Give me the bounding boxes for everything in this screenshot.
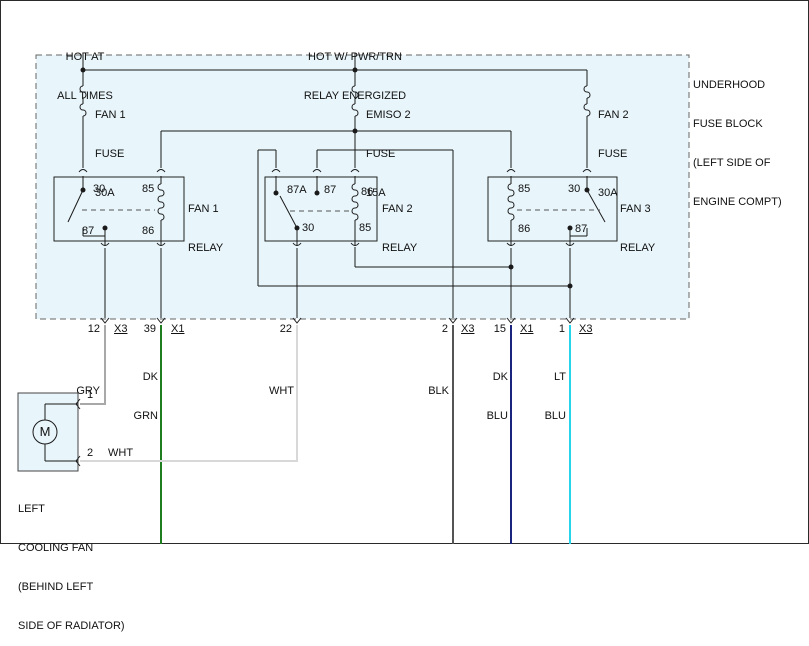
wire-label-line: DK [492, 371, 508, 383]
wire-label-dk-grn: DK GRN [118, 345, 158, 436]
connector-pin: 22 [279, 323, 292, 335]
motor-symbol: M [39, 424, 51, 439]
junction-dots [80, 67, 590, 289]
source-label-line: HOT W/ PWR/TRN [308, 51, 402, 63]
circuit-lines [67, 53, 606, 324]
fuse-name: EMISO 2 [366, 109, 411, 121]
connector-id: X1 [171, 323, 185, 335]
source-hot-relay-energized: HOT W/ PWR/TRN RELAY ENERGIZED [280, 25, 430, 116]
source-label-line: HOT AT [65, 51, 105, 63]
connector-pin: 12 [87, 323, 100, 335]
relay-name-line: FAN 2 [382, 203, 413, 215]
fan2-relay-box [264, 176, 378, 242]
wire-label-line: BLU [544, 410, 566, 422]
motor-name-line: (BEHIND LEFT [18, 581, 94, 593]
motor-name-line: LEFT [18, 503, 45, 515]
source-label-line: RELAY ENERGIZED [303, 90, 407, 102]
connector-pin: 1 [558, 323, 565, 335]
motor-name-line: SIDE OF RADIATOR) [18, 620, 125, 632]
harness-wires [80, 325, 571, 544]
fuse-rating: 30A [95, 187, 115, 199]
source-hot-at-all-times: HOT AT ALL TIMES [40, 25, 130, 116]
motor-name: LEFT COOLING FAN (BEHIND LEFT SIDE OF RA… [18, 477, 125, 646]
relay-name-line: FAN 1 [188, 203, 219, 215]
pin-label: 87A [287, 184, 307, 196]
wire-gry [80, 325, 106, 405]
wire-label-line: GRY [76, 385, 100, 397]
wire-label-line: BLU [486, 410, 508, 422]
fuse-rating: 30A [598, 187, 618, 199]
pin-label: 86 [518, 223, 531, 235]
fuse-block-label-line: (LEFT SIDE OF [693, 157, 771, 169]
pin-label: 85 [359, 222, 372, 234]
fuse-rating: 15A [366, 187, 386, 199]
wire-label-lt-blu: LT BLU [526, 345, 566, 436]
pin-label: 87 [575, 223, 588, 235]
connector-id: X3 [461, 323, 475, 335]
fuse-emiso2: EMISO 2 FUSE 15A [366, 83, 411, 213]
wire-label-blk: BLK [408, 359, 449, 411]
wire-label-gry: GRY [60, 359, 100, 411]
motor-pin-1: 1 [87, 389, 94, 401]
fuse-type: FUSE [95, 148, 125, 160]
pin-label: 87 [82, 225, 95, 237]
fuse-name: FAN 2 [598, 109, 629, 121]
wire-label-line: WHT [268, 385, 294, 397]
connector-pin: 2 [441, 323, 448, 335]
fuse-fan1: FAN 1 FUSE 30A [95, 83, 126, 213]
fuse-fan2: FAN 2 FUSE 30A [598, 83, 629, 213]
motor-pin-2: 2 [87, 447, 94, 459]
wire-label-wht: WHT [252, 359, 294, 411]
fuse-block-label-line: FUSE BLOCK [693, 118, 763, 130]
fuse-block-label-line: UNDERHOOD [693, 79, 766, 91]
connector-pin: 39 [143, 323, 156, 335]
source-label-line: ALL TIMES [57, 90, 113, 102]
fan1-relay-label: FAN 1 RELAY [188, 177, 223, 268]
pin-label: 30 [302, 222, 315, 234]
fuse-block-label: UNDERHOOD FUSE BLOCK (LEFT SIDE OF ENGIN… [693, 53, 782, 222]
wiring-diagram [17, 53, 690, 544]
fuse-type: FUSE [598, 148, 628, 160]
wire-label-line: GRN [133, 410, 158, 422]
connector-id: X3 [579, 323, 593, 335]
connector-id: X1 [520, 323, 534, 335]
wire-label-line: LT [553, 371, 566, 383]
wire-wht [80, 325, 298, 462]
fan2-relay-label: FAN 2 RELAY [382, 177, 417, 268]
relay-name-line: RELAY [382, 242, 418, 254]
motor-wire-label: WHT [108, 447, 134, 459]
pin-label: 85 [518, 183, 531, 195]
pin-label: 30 [568, 183, 581, 195]
fan3-relay-box [487, 176, 618, 242]
connector-pin: 15 [493, 323, 506, 335]
pin-label: 87 [324, 184, 337, 196]
connector-id: X3 [114, 323, 128, 335]
wire-label-dk-blu: DK BLU [468, 345, 508, 436]
pin-label: 85 [142, 183, 155, 195]
fuse-type: FUSE [366, 148, 396, 160]
wire-label-line: DK [142, 371, 158, 383]
relay-name-line: RELAY [620, 242, 656, 254]
fan3-relay-label: FAN 3 RELAY [620, 177, 655, 268]
fuse-name: FAN 1 [95, 109, 126, 121]
pin-label: 30 [93, 183, 106, 195]
wire-label-line: BLK [428, 385, 449, 397]
fuse-block-label-line: ENGINE COMPT) [693, 196, 782, 208]
relay-coil-links [82, 209, 600, 212]
pin-label: 86 [361, 186, 374, 198]
fuse-block-box [35, 54, 690, 320]
fan1-relay-box [53, 176, 185, 242]
pin-label: 86 [142, 225, 155, 237]
relay-name-line: FAN 3 [620, 203, 651, 215]
relay-name-line: RELAY [188, 242, 224, 254]
